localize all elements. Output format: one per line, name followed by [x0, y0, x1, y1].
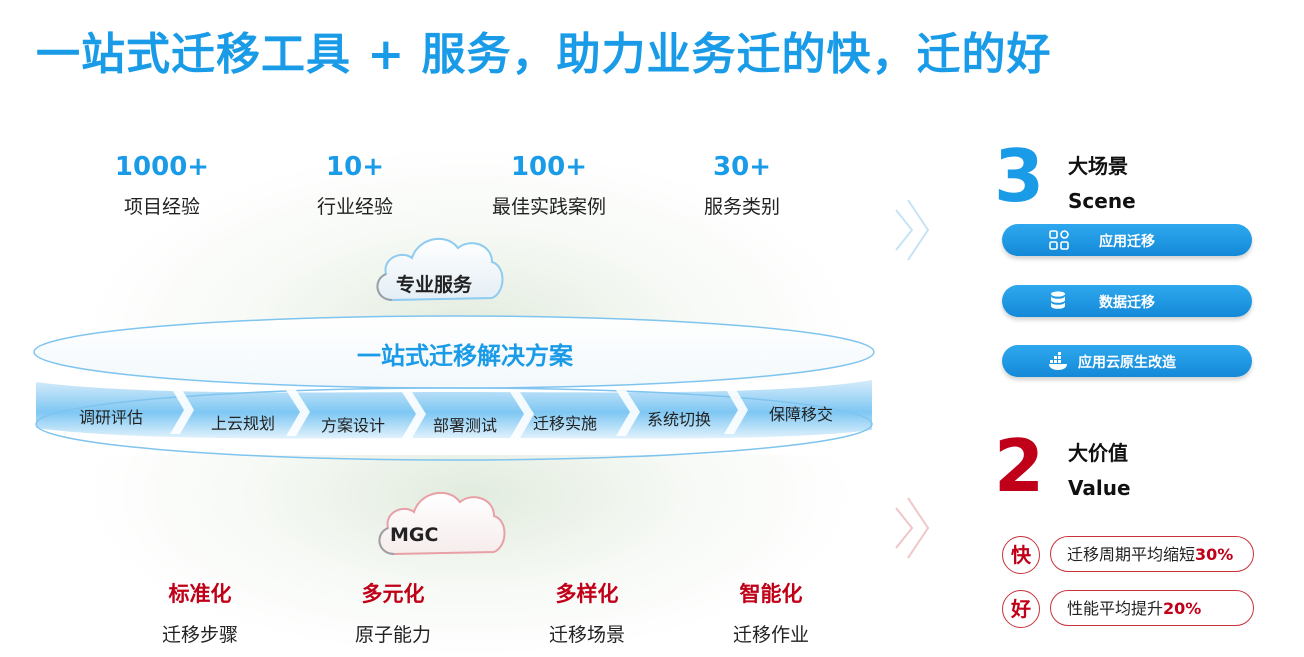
- scene-cloud-native-button[interactable]: 应用云原生改造: [1002, 345, 1252, 377]
- scene-title-cn: 大场景: [1068, 154, 1128, 178]
- chevron-right-icon: [895, 199, 930, 261]
- service-cloud-label: 专业服务: [396, 274, 473, 296]
- value-title-en: Value: [1068, 476, 1131, 500]
- container-ship-icon: [1049, 352, 1067, 370]
- trait-diversified: 多元化 原子能力: [303, 578, 483, 647]
- stat-industries: 10+ 行业经验: [255, 152, 455, 219]
- value-highlight: 20%: [1163, 599, 1202, 618]
- value-badge-good: 好: [1002, 590, 1040, 628]
- mgc-cloud: MGC: [372, 482, 512, 562]
- value-title-cn: 大价值: [1068, 441, 1128, 465]
- scene-data-migration-button[interactable]: 数据迁移: [1002, 285, 1252, 317]
- scene-title-en: Scene: [1068, 189, 1136, 213]
- cloud-icon: [376, 238, 504, 302]
- step-label: 调研评估: [78, 408, 143, 427]
- trait-intelligent: 智能化 迁移作业: [681, 578, 861, 647]
- stat-label: 服务类别: [703, 196, 780, 218]
- pill-label: 数据迁移: [1099, 295, 1155, 311]
- trait-sub: 迁移场景: [548, 624, 625, 646]
- stat-label: 行业经验: [316, 196, 393, 218]
- trait-sub: 迁移作业: [732, 624, 809, 646]
- stat-value: 30+: [713, 152, 771, 182]
- trait-head: 智能化: [739, 582, 803, 606]
- step-label: 系统切换: [646, 410, 711, 429]
- database-icon: [1051, 291, 1065, 309]
- stat-value: 10+: [326, 152, 384, 182]
- value-text: 性能平均提升: [1067, 599, 1164, 618]
- scene-heading: 大场景 Scene: [1068, 150, 1136, 213]
- stat-value: 100+: [510, 152, 588, 182]
- scene-count: 3: [994, 134, 1045, 218]
- trait-sub: 迁移步骤: [161, 624, 238, 646]
- stat-cases: 100+ 最佳实践案例: [449, 152, 649, 219]
- stat-label: 项目经验: [123, 196, 200, 218]
- pill-label: 应用迁移: [1099, 234, 1155, 250]
- pill-label: 应用云原生改造: [1078, 355, 1176, 371]
- step-label: 部署测试: [432, 416, 497, 435]
- value-fast-pill: 迁移周期平均缩短30%: [1050, 536, 1254, 572]
- step-label: 迁移实施: [532, 414, 597, 433]
- value-text: 迁移周期平均缩短: [1067, 545, 1196, 564]
- trait-varied: 多样化 迁移场景: [497, 578, 677, 647]
- value-heading: 大价值 Value: [1068, 437, 1131, 500]
- trait-sub: 原子能力: [354, 624, 431, 646]
- trait-head: 标准化: [168, 582, 232, 606]
- solution-ring: [33, 315, 875, 461]
- stat-value: 1000+: [114, 152, 210, 182]
- step-label: 上云规划: [210, 414, 275, 433]
- page-title: 一站式迁移工具 + 服务，助力业务迁的快，迁的好: [36, 29, 1052, 80]
- stat-label: 最佳实践案例: [491, 196, 606, 218]
- value-badge-fast: 快: [1002, 536, 1040, 574]
- stat-projects: 1000+ 项目经验: [62, 152, 262, 219]
- mgc-cloud-label: MGC: [390, 524, 439, 546]
- service-cloud: 专业服务: [370, 228, 510, 308]
- scene-app-migration-button[interactable]: 应用迁移: [1002, 224, 1252, 256]
- value-count: 2: [994, 424, 1045, 508]
- step-label: 保障移交: [768, 405, 833, 424]
- value-highlight: 30%: [1195, 545, 1234, 564]
- value-good-pill: 性能平均提升20%: [1050, 590, 1254, 626]
- bottom-glow: [90, 455, 850, 655]
- apps-grid-icon: [1049, 230, 1069, 250]
- cloud-icon: [378, 492, 506, 556]
- trait-head: 多样化: [555, 582, 619, 606]
- trait-head: 多元化: [361, 582, 425, 606]
- trait-standardized: 标准化 迁移步骤: [110, 578, 290, 647]
- solution-title: 一站式迁移解决方案: [357, 342, 573, 370]
- stat-services: 30+ 服务类别: [642, 152, 842, 219]
- step-label: 方案设计: [320, 416, 385, 435]
- chevron-right-icon: [895, 497, 930, 559]
